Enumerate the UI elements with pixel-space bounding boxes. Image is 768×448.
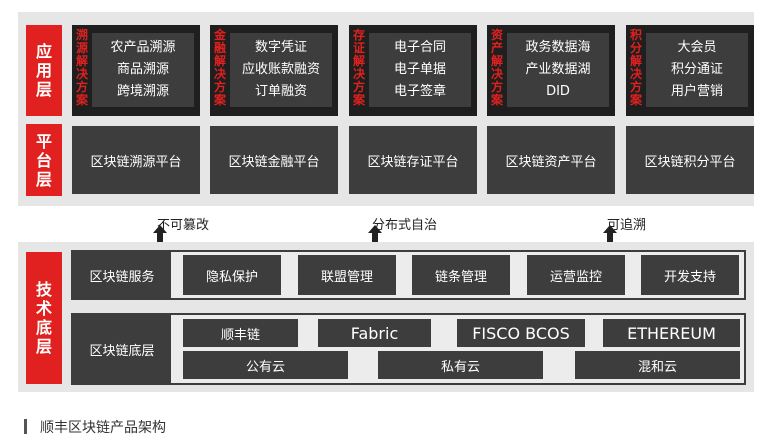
platform-item: 区块链存证平台 bbox=[349, 126, 477, 194]
app-module-item: 电子单据 bbox=[393, 62, 446, 77]
service-item: 开发支持 bbox=[641, 255, 739, 295]
app-module-item: 电子合同 bbox=[393, 40, 446, 55]
app-module-item: 大会员 bbox=[677, 40, 717, 55]
arrow-label: 可追溯 bbox=[607, 218, 647, 233]
app-module-items: 大会员积分通证用户营销 bbox=[646, 33, 748, 107]
chain-item: 顺丰链 bbox=[183, 319, 298, 347]
platform-item: 区块链金融平台 bbox=[210, 126, 338, 194]
chain-item: FISCO BCOS bbox=[457, 319, 585, 347]
app-module: 积分解决方案大会员积分通证用户营销 bbox=[626, 25, 754, 116]
chain-item: ETHEREUM bbox=[603, 319, 740, 347]
platform-item: 区块链积分平台 bbox=[626, 126, 754, 194]
app-module-items: 电子合同电子单据电子签章 bbox=[369, 33, 471, 107]
app-module-items: 数字凭证应收账款融资订单融资 bbox=[230, 33, 332, 107]
app-module-item: 政务数据海 bbox=[525, 40, 591, 55]
arrow-feature-immutable: 不可篡改 bbox=[152, 214, 210, 243]
app-module-items: 政务数据海产业数据湖 DID bbox=[507, 33, 609, 107]
app-module-items: 农产品溯源商品溯源跨境溯源 bbox=[92, 33, 194, 107]
app-module-item: 积分通证 bbox=[670, 62, 723, 77]
technology-layer-label: 技术底层 bbox=[26, 252, 62, 384]
app-module: 金融解决方案数字凭证应收账款融资订单融资 bbox=[210, 25, 338, 116]
arrow-label: 分布式自治 bbox=[372, 218, 438, 233]
app-module-item: 订单融资 bbox=[254, 84, 307, 99]
app-module-item: 跨境溯源 bbox=[116, 84, 169, 99]
application-layer-label: 应用层 bbox=[26, 25, 62, 116]
arrow-label: 不可篡改 bbox=[157, 218, 210, 233]
cloud-item: 私有云 bbox=[378, 351, 543, 379]
app-module-item: 农产品溯源 bbox=[110, 40, 176, 55]
caption-bar bbox=[24, 419, 27, 434]
chain-item: Fabric bbox=[318, 319, 431, 347]
app-module: 存证解决方案电子合同电子单据电子签章 bbox=[349, 25, 477, 116]
caption: 顺丰区块链产品架构 bbox=[40, 420, 166, 436]
base-label: 区块链底层 bbox=[73, 315, 171, 383]
service-item: 运营监控 bbox=[527, 255, 625, 295]
platform-item: 区块链资产平台 bbox=[487, 126, 615, 194]
arrow-feature-traceable: 可追溯 bbox=[602, 214, 647, 243]
app-module-item: 应收账款融资 bbox=[241, 62, 320, 77]
app-module-item: DID bbox=[546, 84, 570, 99]
app-module-title: 金融解决方案 bbox=[213, 28, 226, 107]
service-item: 联盟管理 bbox=[298, 255, 396, 295]
platform-layer-label: 平台层 bbox=[26, 124, 62, 196]
app-module-title: 存证解决方案 bbox=[352, 28, 365, 107]
app-module-item: 用户营销 bbox=[670, 84, 723, 99]
app-module-item: 电子签章 bbox=[393, 84, 446, 99]
app-module: 资产解决方案 政务数据海产业数据湖 DID bbox=[487, 25, 615, 116]
app-module-title: 积分解决方案 bbox=[629, 28, 642, 107]
cloud-item: 混和云 bbox=[575, 351, 740, 379]
cloud-item: 公有云 bbox=[183, 351, 348, 379]
app-module-item: 产业数据湖 bbox=[525, 62, 591, 77]
app-module: 溯源解决方案农产品溯源商品溯源跨境溯源 bbox=[72, 25, 200, 116]
service-item: 隐私保护 bbox=[183, 255, 281, 295]
app-module-title: 资产解决方案 bbox=[490, 28, 503, 107]
service-item: 链条管理 bbox=[412, 255, 510, 295]
app-module-item: 商品溯源 bbox=[116, 62, 169, 77]
services-label: 区块链服务 bbox=[73, 252, 171, 298]
app-module-title: 溯源解决方案 bbox=[75, 28, 88, 107]
platform-item: 区块链溯源平台 bbox=[72, 126, 200, 194]
arrow-feature-distributed: 分布式自治 bbox=[367, 214, 438, 243]
app-module-item: 数字凭证 bbox=[254, 40, 307, 55]
